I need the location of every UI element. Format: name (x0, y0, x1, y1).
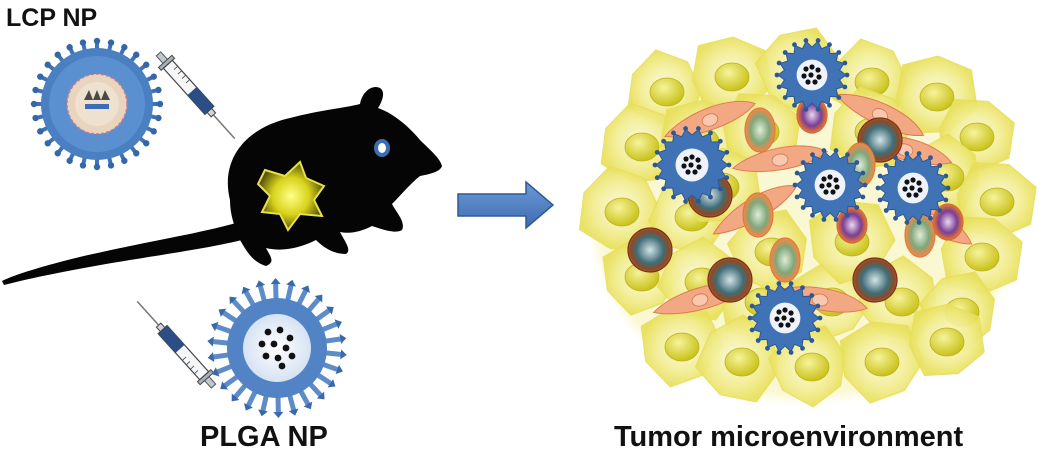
tumor-nanoparticle-icon (774, 38, 850, 112)
tumor-nanoparticle-icon (792, 148, 868, 222)
syringe-icon (136, 300, 217, 389)
tumor-microenvironment-label: Tumor microenvironment (614, 421, 964, 453)
tumor-nanoparticle-icon (875, 151, 951, 225)
plga-nanoparticle-icon (207, 278, 347, 418)
syringe-icon (155, 51, 236, 140)
tumor-site-icon (256, 160, 326, 232)
right-arrow-icon (457, 180, 555, 230)
tumor-microenvironment-illustration (578, 27, 1037, 408)
tumor-nanoparticle-icon (747, 281, 823, 355)
lcp-np-label: LCP NP (6, 4, 98, 32)
tumor-nanoparticle-icon (652, 126, 732, 204)
lcp-nanoparticle-icon (30, 37, 164, 171)
mouse-icon (2, 86, 442, 285)
plga-np-label: PLGA NP (200, 421, 328, 453)
